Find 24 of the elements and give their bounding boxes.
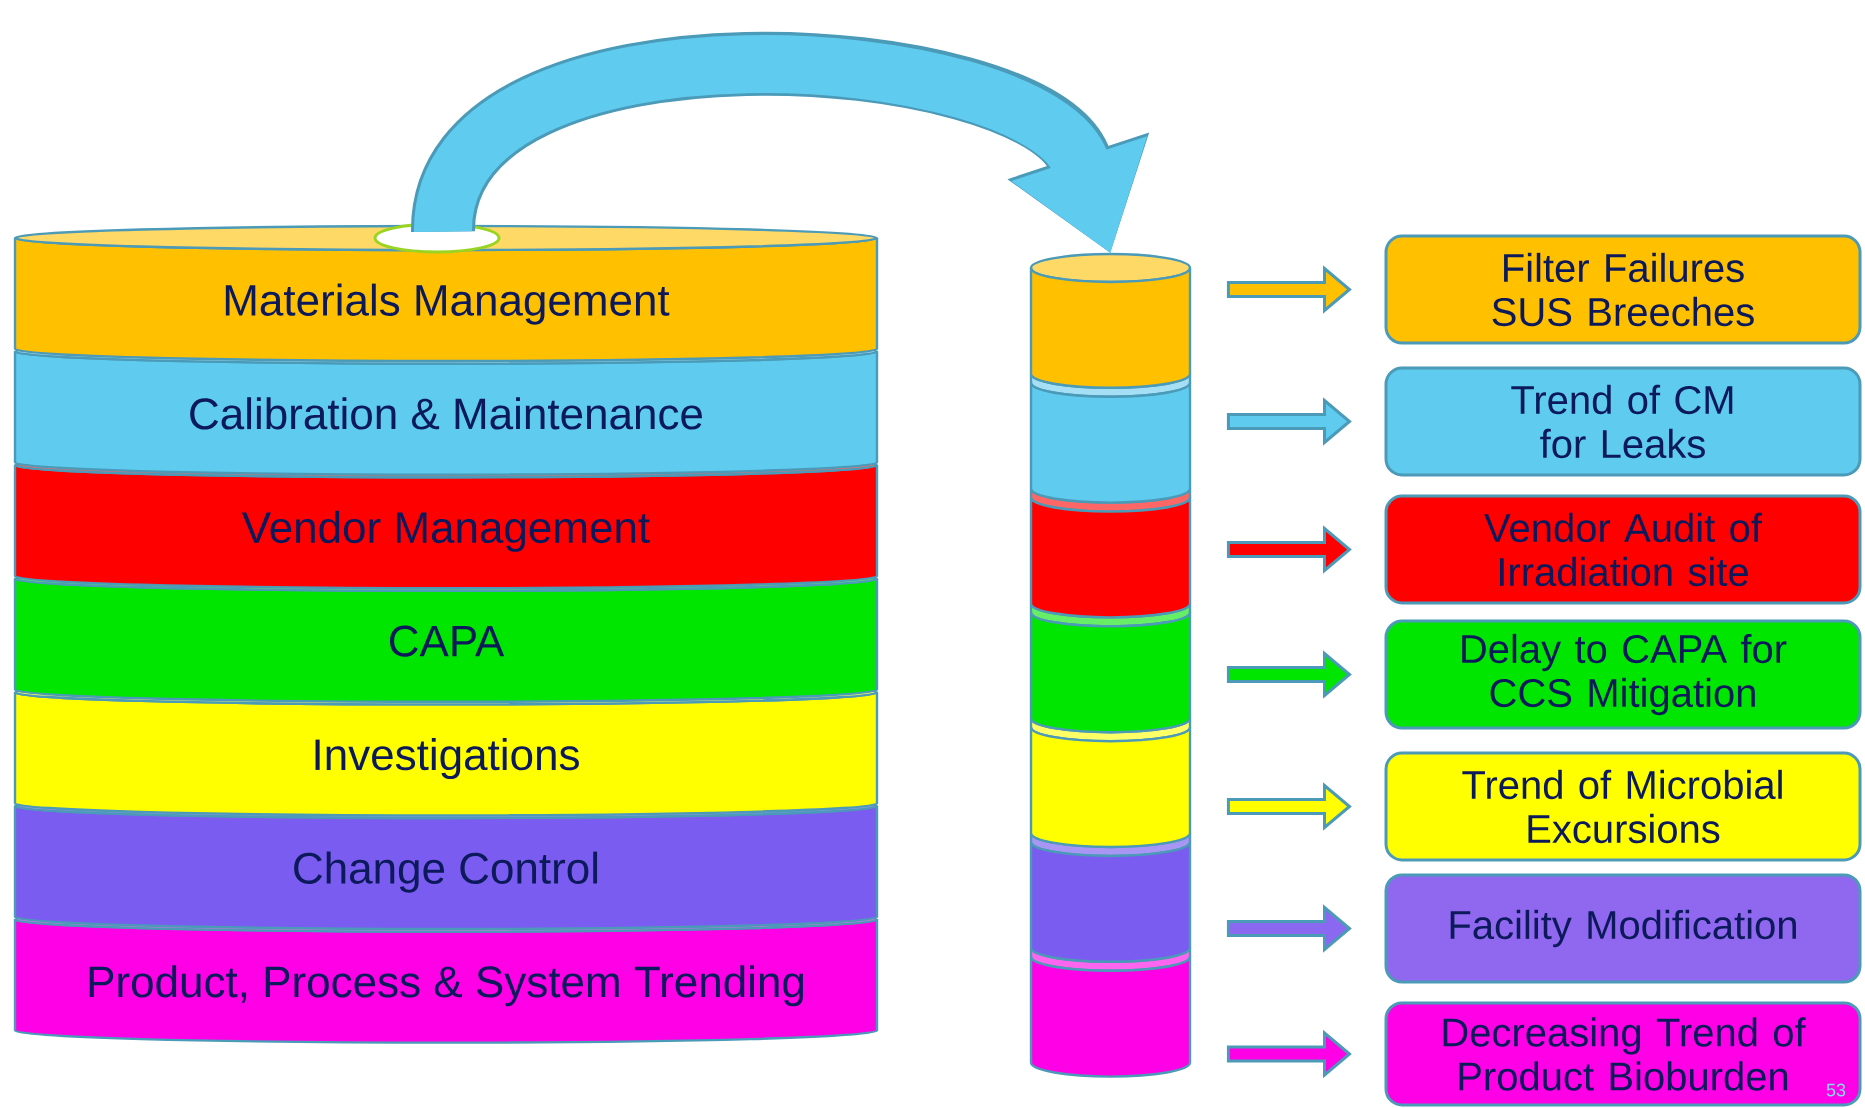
disc-layer: CAPA: [13, 565, 879, 703]
page-number: 53: [1826, 1083, 1846, 1097]
outcome-box: Delay to CAPA for CCS Mitigation: [1384, 619, 1862, 730]
disc-layer: Materials Management: [13, 222, 879, 363]
cylinder-segment: [1029, 602, 1192, 734]
arrow: [1226, 525, 1352, 574]
outcome-box: Trend of Microbial Excursions: [1384, 751, 1862, 862]
cylinder-segment: [1029, 252, 1192, 389]
disc-layer: Vendor Management: [13, 452, 879, 590]
outcome-box: Vendor Audit of Irradiation site: [1384, 494, 1862, 605]
disc-layer: Product, Process & System Trending: [13, 906, 879, 1044]
outcome-box: Facility Modification: [1384, 873, 1862, 984]
arrow: [1226, 782, 1352, 831]
disc-layer: Change Control: [13, 792, 879, 931]
arrow: [1226, 397, 1352, 446]
cylinder-segment: [1029, 717, 1192, 849]
arrow: [1226, 650, 1352, 699]
arrow: [1226, 1029, 1352, 1079]
arrow: [1226, 265, 1352, 314]
disc-layer: Calibration & Maintenance: [13, 338, 879, 476]
arrow: [1226, 904, 1352, 953]
outcome-box: Trend of CM for Leaks: [1384, 366, 1862, 477]
outcome-box: Filter Failures SUS Breeches: [1384, 234, 1862, 345]
disc-layer: Investigations: [13, 679, 879, 817]
